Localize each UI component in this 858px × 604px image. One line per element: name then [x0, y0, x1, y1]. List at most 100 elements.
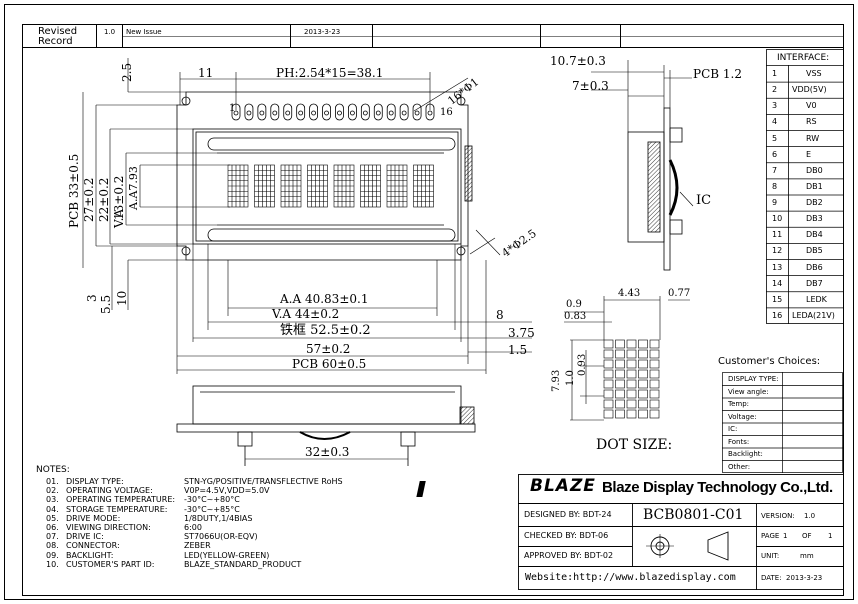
character-cell [307, 164, 328, 208]
character-cell [360, 164, 381, 208]
pin-pad [386, 103, 396, 121]
pin-number: 13 [772, 262, 783, 272]
dim-bezel-width: 铁框 52.5±0.2 [280, 323, 371, 338]
dim-10-7: 10.7±0.3 [550, 54, 606, 68]
unit-value: mm [800, 552, 814, 560]
dot-size-label: DOT SIZE: [596, 437, 673, 453]
choice-row-label: Backlight: [728, 450, 763, 458]
dot [649, 369, 660, 379]
dim-57: 57±0.2 [306, 342, 351, 356]
dim-va-height: V.A [112, 208, 126, 228]
dim-1-5: 1.5 [508, 343, 528, 357]
pin-name: DB7 [806, 278, 823, 288]
choice-row-label: Voltage: [728, 412, 757, 421]
note-label: DISPLAY TYPE: [66, 477, 124, 486]
blaze-logo-text: BLAZE [530, 476, 596, 496]
revised-label: Revised [38, 26, 78, 37]
pin-name: RS [806, 117, 817, 127]
dim-5-5: 5.5 [99, 294, 113, 314]
dim-pcb-width: PCB 60±0.5 [292, 357, 367, 371]
pin-pad [270, 103, 280, 121]
note-label: CUSTOMER'S PART ID: [66, 559, 155, 569]
note-label: CONNECTOR: [66, 541, 120, 551]
note-value: ZEBER [184, 541, 211, 551]
character-cell [227, 164, 249, 208]
note-value: ST7066U(OR-EQV) [184, 532, 258, 542]
dot [638, 359, 648, 369]
dot [638, 379, 648, 389]
designed-by: DESIGNED BY: BDT-24 [524, 510, 612, 519]
dim-top-margin: 2.5 [120, 62, 134, 82]
title-block-lines [518, 474, 844, 590]
company-name: Blaze Display Technology Co.,Ltd. [602, 479, 833, 496]
note-label: VIEWING DIRECTION: [66, 523, 151, 532]
dim-3-75: 3.75 [508, 326, 535, 340]
character-cell [254, 164, 275, 208]
pin-number: 3 [772, 101, 778, 111]
dim-1-0: 1.0 [565, 370, 576, 386]
dot [626, 409, 637, 419]
blaze-logo-mark [416, 481, 426, 497]
dot [638, 349, 648, 359]
pin-pad [412, 103, 422, 121]
dot [615, 389, 625, 399]
dot [649, 409, 660, 419]
dot [649, 359, 660, 369]
note-value: V0P=4.5V,VDD=5.0V [184, 486, 270, 496]
revision-note: New Issue [126, 28, 162, 36]
pin-pad [360, 103, 370, 121]
pin-pad [399, 103, 409, 121]
note-number: 03. [46, 495, 59, 505]
pin-name: DB3 [806, 214, 823, 224]
dim-aa-height: A.A7.93 [127, 166, 140, 210]
pin-number: 10 [772, 214, 783, 224]
pin-number: 14 [772, 278, 783, 288]
pin-pad [283, 103, 293, 121]
dim-7-93: 7.93 [551, 369, 562, 392]
dim-4-43: 4.43 [618, 288, 641, 299]
note-value: -30°C~+80°C [184, 495, 240, 505]
pin-number: 11 [772, 230, 783, 240]
dot [603, 399, 614, 409]
pin-pad [347, 103, 357, 121]
part-number: BCB0801-C01 [643, 507, 744, 523]
checked-by: CHECKED BY: BDT-06 [524, 531, 609, 540]
dim-0-93: 0.93 [577, 353, 588, 376]
dot [638, 369, 648, 379]
page-number: 1 [783, 532, 788, 540]
pin-pad [309, 103, 319, 121]
pin-number: 7 [772, 165, 778, 175]
note-number: 04. [46, 504, 59, 514]
choice-row-label: IC: [728, 425, 738, 433]
dot [638, 399, 648, 409]
character-cell [413, 164, 434, 208]
note-number: 09. [46, 550, 59, 560]
dot [626, 339, 637, 349]
dot [649, 349, 660, 359]
bottom-view [176, 385, 476, 466]
dot [603, 369, 614, 379]
pin-number: 15 [772, 294, 783, 304]
dim-22: 22±0.2 [97, 177, 111, 222]
dim-7: 7±0.3 [572, 79, 609, 93]
side-view [591, 60, 694, 271]
dim-0-9: 0.9 [566, 299, 582, 310]
dot [603, 409, 614, 419]
dot [615, 349, 625, 359]
dim-pcb-height: PCB 33±0.5 [67, 153, 81, 228]
dim-3: 3 [85, 294, 99, 302]
pin-name: DB1 [806, 181, 823, 191]
dim-va-width: V.A 44±0.2 [272, 307, 340, 321]
pin-name: V0 [806, 101, 817, 111]
character-cell [386, 164, 408, 208]
pin-number: 8 [772, 181, 778, 191]
dot [649, 339, 660, 349]
dot [638, 339, 648, 349]
dot [603, 389, 614, 399]
note-value: -30°C~+85°C [184, 504, 240, 514]
pin-name: E [806, 149, 812, 159]
version-value: 1.0 [804, 512, 816, 520]
dot [603, 359, 614, 369]
dim-pcb-thickness: PCB 1.2 [693, 67, 742, 81]
